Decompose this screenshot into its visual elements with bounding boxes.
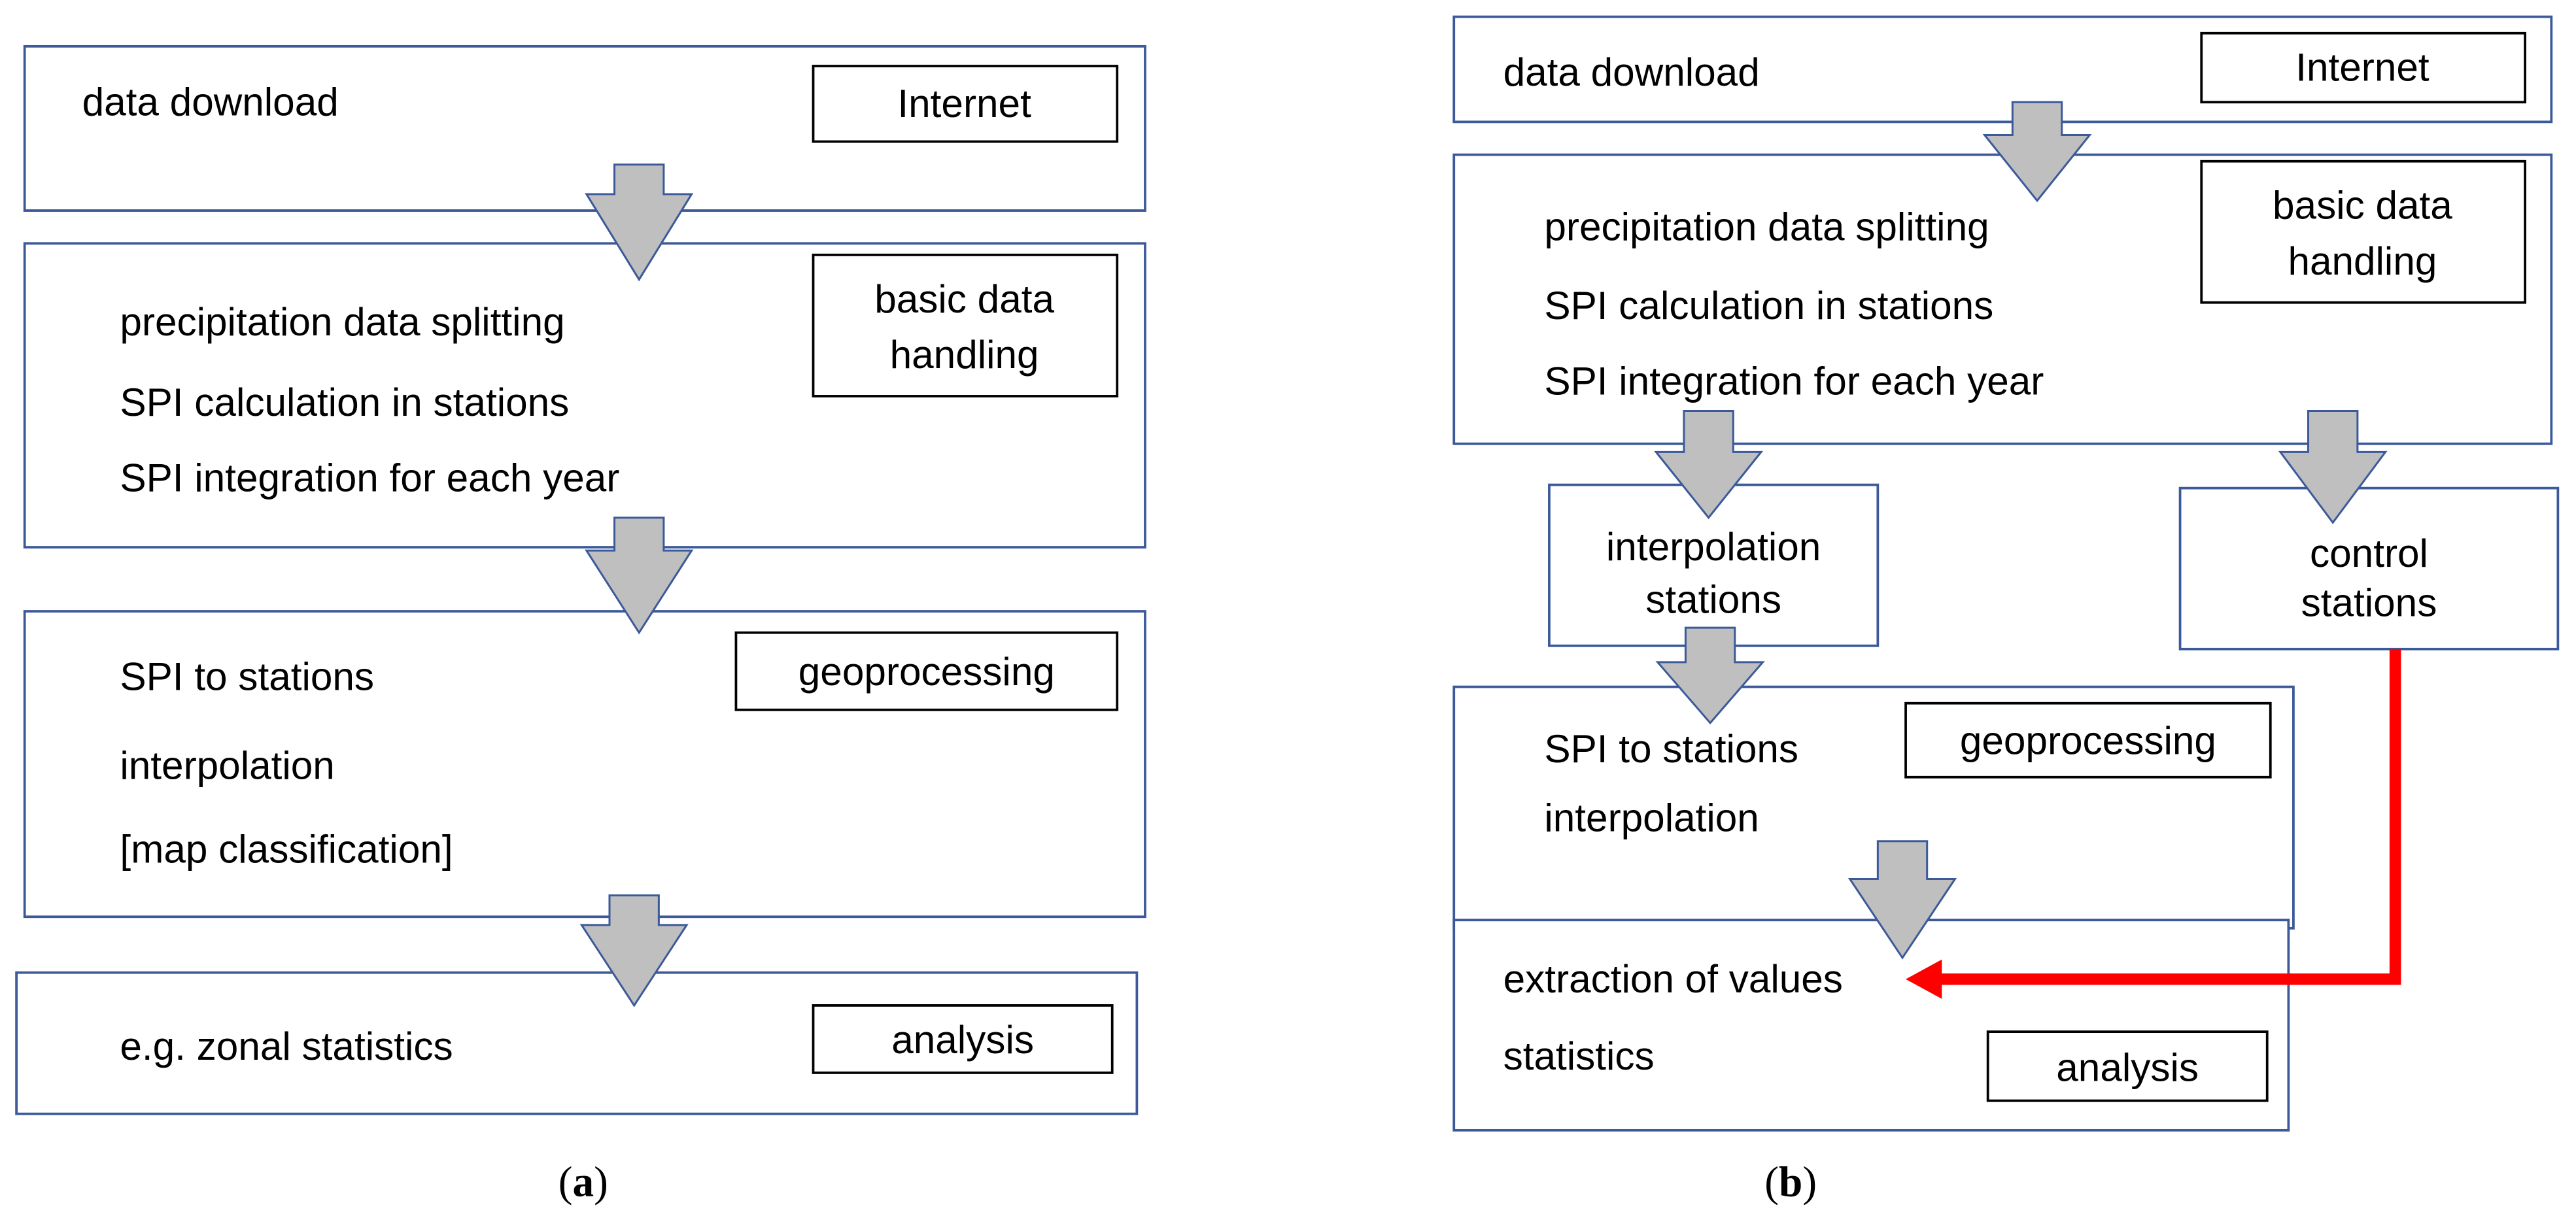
step-text: SPI to stations: [1544, 726, 1798, 771]
red-arrowhead-icon: [1906, 959, 1942, 999]
analysis-tag: [1986, 1030, 2269, 1102]
tag-label: Internet: [2295, 45, 2430, 90]
step-text: SPI calculation in stations: [120, 380, 569, 424]
step-text: extraction of values: [1503, 956, 1843, 1001]
basic-handling-tag: [812, 254, 1119, 397]
down-arrow-icon: [2278, 410, 2388, 524]
step-text: interpolation: [120, 743, 334, 787]
panel-b: data download Internet precipitation dat…: [1452, 15, 2560, 1206]
internet-tag-label: Internet: [897, 81, 1031, 126]
step-text: statistics: [1503, 1034, 1655, 1078]
step-text: stations: [1645, 577, 1781, 622]
red-connector-line: [1935, 649, 2401, 985]
down-arrow-icon: [579, 894, 689, 1007]
down-arrow-icon: [1654, 410, 1764, 520]
step-text: SPI to stations: [120, 654, 374, 699]
panel-a-caption: (a): [558, 1158, 608, 1206]
down-arrow-icon: [585, 516, 694, 635]
internet-tag: [812, 65, 1119, 143]
panel-b-caption: (b): [1764, 1158, 1817, 1206]
step-text: [map classification]: [120, 826, 453, 871]
step-text: stations: [2301, 581, 2437, 625]
tag-label: geoprocessing: [1960, 718, 2216, 763]
tag-label: analysis: [891, 1017, 1034, 1062]
step-text: e.g. zonal statistics: [120, 1024, 453, 1068]
tag-label: analysis: [2056, 1045, 2199, 1089]
step-text: precipitation data splitting: [1544, 204, 1989, 248]
step-text: SPI integration for each year: [1544, 358, 2044, 403]
step-text: SPI calculation in stations: [1544, 283, 1993, 328]
basic-handling-tag: [2200, 160, 2527, 304]
step-text: control: [2310, 531, 2428, 575]
down-arrow-icon: [585, 163, 694, 282]
step-text: interpolation: [1606, 524, 1821, 569]
tag-label: geoprocessing: [799, 649, 1055, 694]
step-text: data download: [1503, 50, 1760, 94]
down-arrow-icon: [1847, 840, 1957, 960]
tag-label: handling: [890, 332, 1039, 377]
control-to-extraction-link: [1906, 649, 2401, 999]
tag-label: basic data: [874, 277, 1054, 321]
control-stations-box: [2178, 486, 2560, 650]
tag-label: basic data: [2273, 183, 2452, 228]
internet-tag: [2200, 31, 2527, 104]
step-text: precipitation data splitting: [120, 299, 564, 344]
panel-a: data download Internet precipitation dat…: [15, 44, 1146, 1206]
down-arrow-icon: [1655, 626, 1765, 725]
step-text: interpolation: [1544, 796, 1759, 840]
down-arrow-icon: [1982, 101, 2092, 203]
tag-label: handling: [2288, 239, 2437, 283]
step-text: SPI integration for each year: [120, 456, 619, 500]
analysis-tag: [812, 1004, 1114, 1074]
geoprocessing-tag: [734, 631, 1119, 711]
download-step-text: data download: [82, 79, 339, 124]
geoprocessing-tag: [1904, 701, 2272, 779]
